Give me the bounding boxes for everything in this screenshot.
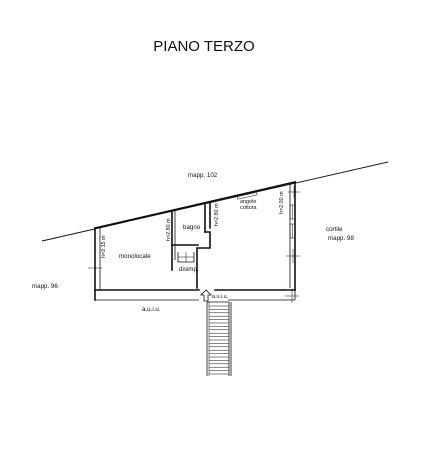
entrance-arrow-icon bbox=[200, 289, 212, 302]
interior-walls bbox=[171, 202, 211, 289]
cross-marker-left bbox=[88, 261, 102, 275]
cross-marker-right bbox=[286, 249, 300, 263]
cross-marker-bottom-right bbox=[285, 289, 299, 303]
plan-title: PIANO TERZO bbox=[153, 38, 254, 55]
label-bagno: bagno bbox=[183, 224, 201, 231]
external-stair bbox=[206, 301, 232, 376]
label-angolo: angolo bbox=[240, 199, 256, 205]
label-height-middle: h=2.80 m bbox=[214, 203, 220, 226]
label-mapp-102: mapp. 102 bbox=[188, 172, 218, 179]
right-windows bbox=[289, 204, 296, 239]
label-disimpegno: disimp. bbox=[179, 266, 199, 273]
label-auiu-bottom: a.u.i.u. bbox=[142, 306, 161, 313]
disimpegno-right-wall bbox=[196, 231, 211, 289]
window-top-middle bbox=[236, 191, 258, 200]
label-monolocale: monolocale bbox=[119, 253, 151, 260]
label-mapp-96: mapp. 96 bbox=[32, 283, 58, 290]
label-height-kitchen: h=2.00 m bbox=[279, 191, 285, 214]
label-cortile: cortile bbox=[326, 226, 343, 233]
label-auiu-stair: a.u.i.u. bbox=[212, 294, 228, 300]
label-height-monolocale: h=2.15 m bbox=[101, 235, 107, 258]
cross-marker-top-right bbox=[288, 186, 300, 198]
top-slanted-wall bbox=[94, 181, 296, 229]
cross-markers bbox=[88, 186, 300, 303]
label-height-bagno: h=2.80 m bbox=[166, 218, 172, 241]
outer-walls bbox=[94, 181, 296, 301]
label-cottura: cottura bbox=[240, 205, 256, 211]
label-mapp-98: mapp. 98 bbox=[328, 235, 354, 242]
bagno-step-symbol bbox=[177, 252, 195, 263]
